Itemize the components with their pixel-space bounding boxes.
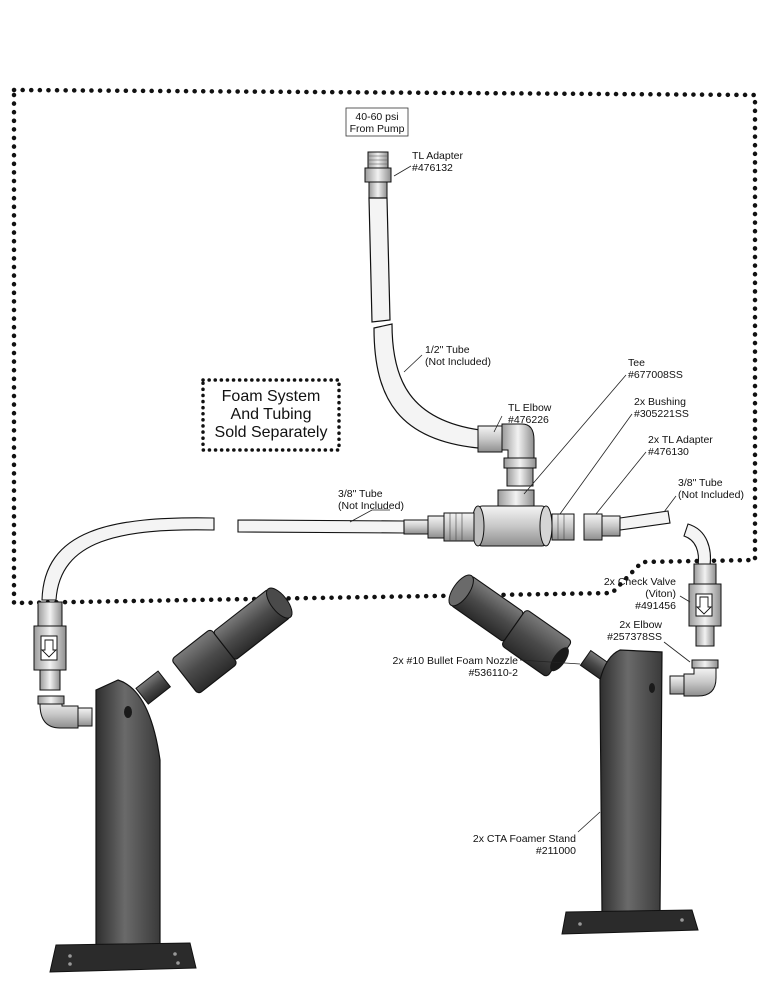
- tl-adapter-label: TL Adapter: [412, 150, 463, 162]
- tl-elbow-label: TL Elbow: [508, 402, 552, 414]
- nozzle-label: 2x #10 Bullet Foam Nozzle: [393, 655, 519, 667]
- left-bushing-adapter: [403, 512, 475, 542]
- flow-arrow-icon: [40, 639, 58, 658]
- three-eighths-tube-right: [619, 510, 671, 531]
- notice-line-3: Sold Separately: [215, 424, 328, 441]
- tl-elbow: [477, 423, 537, 487]
- tl-elbow-part-number: #476226: [508, 414, 549, 426]
- tl-adapter-part-number: #476132: [412, 162, 453, 174]
- tube-right-label: 3/8" Tube: [678, 477, 723, 489]
- tee-fitting: [471, 489, 553, 547]
- right-bullet-nozzle: [448, 574, 613, 681]
- part-labels: TL Adapter #476132 1/2" Tube (Not Includ…: [338, 150, 744, 857]
- right-bushing-adapter: [551, 513, 621, 541]
- stand-label: 2x CTA Foamer Stand: [473, 833, 576, 845]
- right-foamer-stand: [561, 649, 699, 935]
- bushing-label: 2x Bushing: [634, 396, 686, 408]
- half-inch-tube-upper: [368, 197, 391, 323]
- right-check-valve: [688, 563, 722, 647]
- tl-adapter-2-label: 2x TL Adapter: [648, 434, 713, 446]
- stand-part-number: #211000: [536, 845, 576, 857]
- half-tube-note: (Not Included): [425, 356, 491, 368]
- tee-part-number: #677008SS: [628, 369, 683, 381]
- tee-label: Tee: [628, 357, 645, 369]
- pump-from-label: From Pump: [350, 123, 405, 135]
- left-bullet-nozzle: [135, 587, 293, 705]
- left-elbow: [37, 695, 93, 729]
- three-eighths-tube-left-inner: [237, 519, 405, 534]
- tl-adapter-2-part-number: #476130: [648, 446, 689, 458]
- foam-system-boundary: [11, 87, 758, 606]
- check-valve-material: (Viton): [645, 588, 676, 600]
- tube-right-note: (Not Included): [678, 489, 744, 501]
- left-foamer-stand: [49, 679, 197, 973]
- tl-adapter-top: [364, 151, 392, 199]
- left-check-valve: [33, 601, 67, 691]
- notice-box: Foam System And Tubing Sold Separately: [201, 378, 341, 452]
- nozzle-part-number: #536110-2: [469, 667, 519, 679]
- right-elbow: [669, 659, 719, 697]
- three-eighths-tube-left-outer: [41, 517, 215, 601]
- bushing-part-number: #305221SS: [634, 408, 689, 420]
- elbow-part-number: #257378SS: [607, 631, 662, 643]
- check-valve-label: 2x Check Valve: [604, 576, 676, 588]
- tube-left-note: (Not Included): [338, 500, 404, 512]
- pump-input-box: 40-60 psi From Pump: [345, 107, 409, 137]
- half-inch-tube-lower: [373, 323, 481, 449]
- tube-left-label: 3/8" Tube: [338, 488, 383, 500]
- check-valve-part-number: #491456: [635, 600, 676, 612]
- notice-line-1: Foam System: [222, 388, 321, 405]
- pump-psi-label: 40-60 psi: [355, 111, 398, 123]
- elbow-label: 2x Elbow: [619, 619, 662, 631]
- leader-lines: [349, 165, 691, 833]
- notice-line-2: And Tubing: [231, 406, 312, 423]
- half-tube-label: 1/2" Tube: [425, 344, 470, 356]
- flow-arrow-icon: [695, 596, 713, 615]
